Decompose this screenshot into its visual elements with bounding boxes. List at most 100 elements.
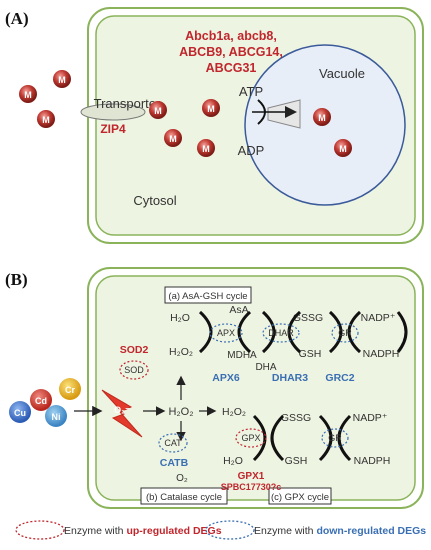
adp-label: ADP: [238, 143, 265, 158]
nadp-asa: NADP⁺: [361, 312, 396, 324]
nadph-asa: NADPH: [363, 348, 400, 360]
svg-text:Ni: Ni: [52, 412, 61, 422]
gpx-cycle-label: (c) GPX cycle: [271, 492, 329, 503]
cu-ion: Cu: [9, 401, 31, 423]
lightning-icon: [101, 389, 143, 438]
cat-enzyme-marker: [158, 433, 188, 453]
h2o2-asa: H₂O₂: [169, 346, 193, 358]
nadp-gpx: NADP⁺: [353, 412, 388, 424]
cell-membrane-b: [95, 275, 416, 501]
svg-text:M: M: [58, 75, 66, 85]
metal-ion: M: [334, 139, 352, 157]
gsh-gpx: GSH: [285, 455, 308, 467]
gr2-curve-right: [337, 414, 352, 462]
grc2-gene: GRC2: [325, 372, 354, 384]
gr2-label: GR: [328, 433, 342, 443]
h2o2-central: H₂O₂: [168, 406, 193, 418]
gpx-curve-right: [270, 414, 285, 462]
o2-label: O₂: [176, 473, 188, 484]
membrane-transporter: [80, 103, 146, 121]
svg-text:M: M: [169, 134, 177, 144]
sod-label: SOD: [124, 365, 144, 375]
o2-radical-label: O₂⁻: [114, 405, 130, 415]
gr-curve-right: [347, 310, 362, 354]
apx-label: APX: [217, 328, 235, 338]
apx-curve-right: [237, 310, 252, 354]
dhar-label: DHAR: [268, 328, 294, 338]
dha-label: DHA: [255, 362, 276, 373]
transporter-genes-line2: ABCB9, ABCG14,: [179, 45, 283, 59]
metal-ion: M: [149, 101, 167, 119]
h2o-gpx: H₂O: [223, 455, 243, 467]
dhar-curve-right: [287, 310, 302, 354]
h2o2-gpx: H₂O₂: [222, 406, 246, 418]
transporter-genes-line3: ABCG31: [206, 61, 257, 75]
ni-ion: Ni: [45, 405, 67, 427]
asa-gsh-box: [164, 286, 252, 304]
asa-label: AsA: [229, 304, 248, 316]
catalase-box: [140, 487, 228, 505]
gpx-curve-left: [252, 414, 267, 462]
svg-text:Cd: Cd: [35, 396, 47, 406]
apx-enzyme-marker: [209, 323, 243, 343]
legend-down-marker: [205, 520, 255, 540]
svg-text:Cu: Cu: [14, 408, 26, 418]
spbc-gene: SPBC17730?c: [221, 482, 282, 492]
dhar-enzyme-marker: [262, 323, 300, 343]
mdha-label: MDHA: [227, 350, 257, 361]
metal-ion: M: [37, 110, 55, 128]
metal-ion: M: [202, 99, 220, 117]
legend-up: Enzyme with up-regulated DEGs: [64, 525, 222, 537]
gpx-enzyme-marker: [235, 428, 267, 448]
sod2-label: SOD2: [120, 344, 149, 356]
svg-text:M: M: [207, 104, 215, 114]
svg-text:Cr: Cr: [65, 385, 75, 395]
svg-text:M: M: [154, 106, 162, 116]
atp-label: ATP: [239, 84, 263, 99]
sod-enzyme-marker: [119, 360, 149, 380]
zip4-label: ZIP4: [100, 122, 126, 136]
gpx-label: GPX: [241, 433, 260, 443]
metal-ion: M: [19, 85, 37, 103]
metal-ion: M: [313, 108, 331, 126]
svg-text:M: M: [318, 113, 326, 123]
gr-enzyme-marker: [331, 323, 359, 343]
apx6-gene: APX6: [212, 372, 240, 384]
h2o-asa: H₂O: [170, 312, 190, 324]
transporter-label: Transporter: [94, 96, 161, 111]
gpx1-gene: GPX1: [238, 471, 265, 482]
cd-ion: Cd: [30, 389, 52, 411]
gssg-gpx: GSSG: [281, 412, 311, 424]
metal-ion: M: [197, 139, 215, 157]
catb-gene: CATB: [160, 457, 189, 469]
gssg-asa: GSSG: [293, 312, 323, 324]
nadp-curve: [396, 311, 408, 353]
transporter-genes-line1: Abcb1a, abcb8,: [185, 29, 277, 43]
svg-text:M: M: [24, 90, 32, 100]
catalase-cycle-label: (b) Catalase cycle: [146, 492, 222, 503]
gr-curve-left: [328, 310, 343, 354]
dhar3-gene: DHAR3: [272, 372, 308, 384]
dhar-curve-left: [261, 310, 276, 354]
cat-label: CAT: [164, 438, 182, 448]
cytosol-label: Cytosol: [133, 193, 176, 208]
metal-ion: M: [53, 70, 71, 88]
svg-text:M: M: [42, 115, 50, 125]
asa-gsh-cycle-label: (a) AsA-GSH cycle: [168, 291, 247, 302]
gr2-enzyme-marker: [321, 428, 349, 448]
nadph-gpx: NADPH: [354, 455, 391, 467]
gr-label: GR: [338, 328, 352, 338]
legend-down: Enzyme with down-regulated DEGs: [254, 525, 426, 537]
metal-ion: M: [164, 129, 182, 147]
panel-a-label: (A): [5, 9, 29, 28]
legend-up-marker: [15, 520, 65, 540]
cr-ion: Cr: [59, 378, 81, 400]
gr2-curve-left: [318, 414, 333, 462]
vacuole-label: Vacuole: [319, 66, 365, 81]
svg-text:M: M: [202, 144, 210, 154]
gpx-box: [268, 487, 332, 505]
panel-b-label: (B): [5, 270, 28, 289]
svg-text:M: M: [339, 144, 347, 154]
gsh-asa: GSH: [299, 348, 322, 360]
